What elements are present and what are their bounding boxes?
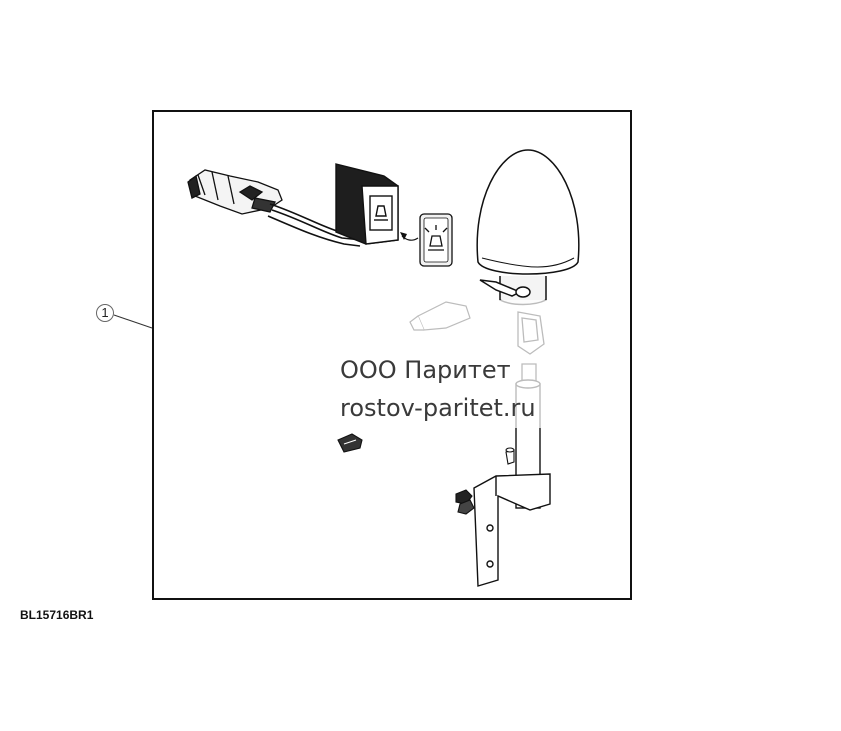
- watermark-company: ООО Паритет: [340, 356, 511, 384]
- figure-id: BL15716BR1: [20, 608, 94, 622]
- beacon-lamp-dome: [476, 149, 580, 306]
- beacon-symbol-insert: [419, 213, 453, 267]
- watermark-backdrop: [272, 300, 566, 428]
- small-clip: [337, 433, 363, 453]
- diagram-frame: [152, 110, 632, 600]
- callout-leader-line: [113, 314, 153, 329]
- rocker-switch: [335, 163, 399, 245]
- nuts-and-washers: [455, 489, 475, 515]
- mounting-bracket: [473, 473, 551, 587]
- screw: [505, 447, 515, 465]
- watermark-website: rostov-paritet.ru: [340, 394, 536, 422]
- callout-number: 1: [96, 304, 114, 322]
- wiring-harness-connector: [187, 169, 363, 247]
